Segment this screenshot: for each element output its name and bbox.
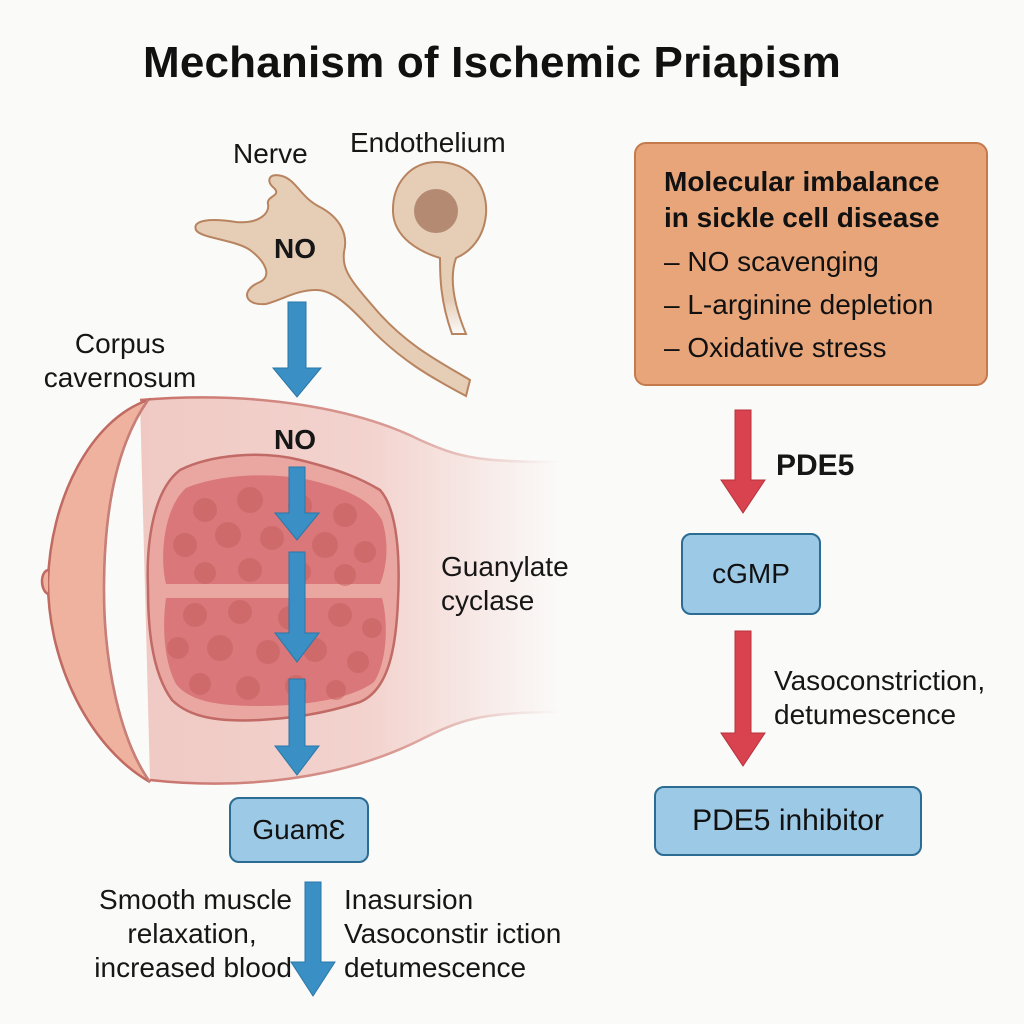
corpus-cavernosum-illustration bbox=[40, 396, 561, 785]
guanylate-line2: cyclase bbox=[441, 585, 535, 616]
guanylate-product-box: GuamƐ bbox=[229, 797, 369, 863]
pde5-inhibitor-box: PDE5 inhibitor bbox=[654, 786, 922, 856]
arrow-down-icon bbox=[273, 678, 321, 776]
box-heading-line2: in sickle cell disease bbox=[664, 202, 940, 233]
diagram-title: Mechanism of Ischemic Priapism bbox=[142, 38, 842, 87]
caption-line: relaxation, bbox=[127, 918, 257, 949]
box-list-item: – NO scavenging bbox=[664, 246, 879, 277]
arrow-down-icon bbox=[271, 301, 323, 398]
box-list-item: – L-arginine depletion bbox=[664, 289, 934, 320]
nerve-label: Nerve bbox=[233, 138, 308, 169]
endothelium-label: Endothelium bbox=[350, 127, 506, 158]
guanylate-cyclase-label: Guanylate cyclase bbox=[441, 550, 569, 618]
corpus-label-line2: cavernosum bbox=[43, 362, 197, 393]
arrow-down-icon bbox=[273, 551, 321, 663]
cgmp-box: cGMP bbox=[681, 533, 821, 615]
arrow-down-icon bbox=[720, 630, 766, 767]
caption-line: Inasursion bbox=[344, 884, 474, 915]
effect-line1: Vasoconstriction, bbox=[774, 665, 986, 696]
vasoconstriction-label: Vasoconstriction, detumescence bbox=[774, 664, 985, 732]
arrow-down-icon bbox=[290, 881, 336, 997]
nerve-cell-icon bbox=[194, 174, 472, 398]
guanylate-line1: Guanylate bbox=[441, 551, 569, 582]
arrow-down-icon bbox=[273, 466, 321, 541]
tissue-no-label: NO bbox=[274, 424, 316, 455]
caption-line: Vasoconstir iction bbox=[344, 918, 562, 949]
right-outcome-caption: Inasursion Vasoconstir iction detumescen… bbox=[344, 883, 561, 985]
left-outcome-caption: Smooth muscle relaxation, increased bloo… bbox=[52, 883, 292, 985]
corpus-cavernosum-label: Corpus cavernosum bbox=[40, 327, 200, 395]
caption-line: increased blood bbox=[94, 952, 292, 983]
nerve-no-label: NO bbox=[274, 233, 316, 264]
box-heading-line1: Molecular imbalance bbox=[664, 166, 940, 197]
caption-line: Smooth muscle bbox=[99, 884, 292, 915]
endothelium-cell-icon bbox=[391, 160, 488, 335]
corpus-label-line1: Corpus bbox=[74, 328, 166, 359]
arrow-down-icon bbox=[720, 409, 766, 514]
caption-line: detumescence bbox=[344, 952, 527, 983]
sickle-cell-imbalance-box: Molecular imbalance in sickle cell disea… bbox=[634, 142, 988, 386]
effect-line2: detumescence bbox=[774, 699, 957, 730]
box-list-item: – Oxidative stress bbox=[664, 332, 887, 363]
pde5-label: PDE5 bbox=[776, 449, 855, 482]
